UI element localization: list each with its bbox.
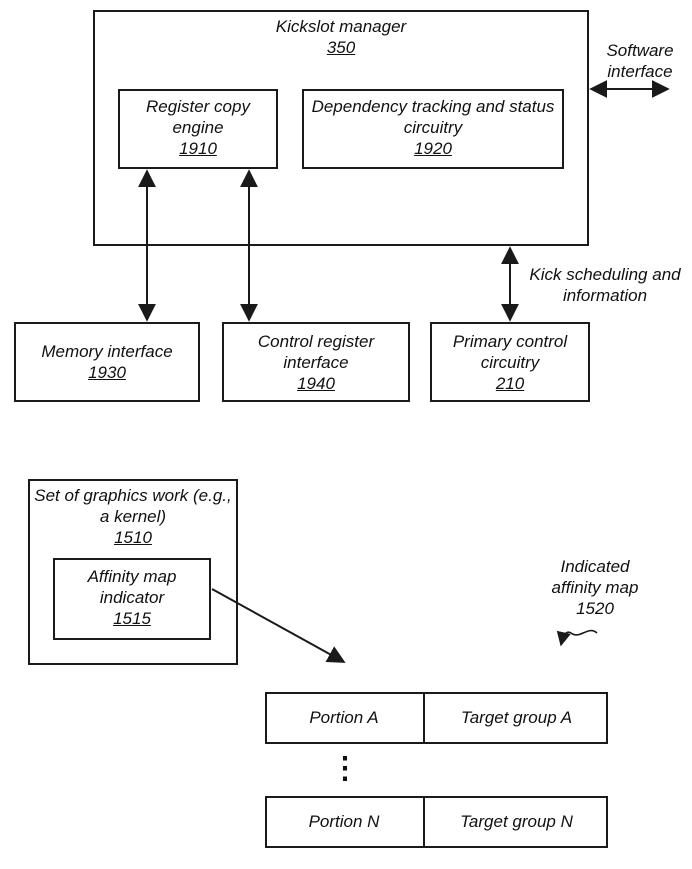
kick-scheduling-line2: information (562, 286, 648, 305)
register-copy-engine-line2: engine (172, 118, 224, 137)
dependency-tracking-label: Dependency tracking and status circuitry… (302, 96, 564, 159)
affinity-map-indicator-label: Affinity map indicator 1515 (53, 566, 211, 629)
software-interface-label: Software interface (600, 40, 680, 82)
dependency-tracking-number: 1920 (414, 139, 452, 158)
kick-scheduling-label: Kick scheduling and information (520, 264, 690, 306)
kickslot-manager-title: Kickslot manager 350 (200, 16, 482, 58)
kickslot-manager-number: 350 (326, 38, 356, 57)
dependency-tracking-line1: Dependency tracking and status (311, 97, 555, 116)
register-copy-engine-number: 1910 (179, 139, 217, 158)
dependency-tracking-box (302, 89, 564, 169)
rows-ellipsis: ⋮ (330, 752, 360, 785)
memory-interface-label: Memory interface 1930 (14, 341, 200, 383)
affinity-indicator-to-map-arrow (211, 588, 346, 663)
graphics-work-label: Set of graphics work (e.g., a kernel) 15… (28, 485, 238, 548)
control-register-interface-number: 1940 (297, 374, 335, 393)
affinity-map-row-a (265, 692, 608, 744)
kickslot-manager-title-text: Kickslot manager (275, 17, 407, 36)
portion-a-cell: Portion A (309, 708, 379, 727)
kick-scheduling-line1: Kick scheduling and (529, 265, 681, 284)
target-group-n-cell: Target group N (460, 812, 573, 831)
register-copy-engine-box (118, 89, 278, 169)
primary-control-circuitry-line1: Primary control (452, 332, 568, 351)
affinity-map-row-n-divider (423, 796, 425, 848)
indicated-affinity-map-line1: Indicated (560, 557, 630, 576)
affinity-map-row-n (265, 796, 608, 848)
indicated-affinity-map-number: 1520 (576, 599, 614, 618)
affinity-map-indicator-line2: indicator (99, 588, 165, 607)
control-register-interface-label: Control register interface 1940 (222, 331, 410, 394)
indicated-affinity-map-line2: affinity map (551, 578, 639, 597)
software-interface-line2: interface (607, 62, 673, 81)
control-register-interface-line2: interface (283, 353, 349, 372)
control-register-interface-line1: Control register (257, 332, 375, 351)
indicated-affinity-map-label: Indicated affinity map 1520 (535, 556, 655, 619)
graphics-work-number: 1510 (114, 528, 152, 547)
target-group-a-cell: Target group A (460, 708, 573, 727)
affinity-map-indicator-number: 1515 (113, 609, 151, 628)
portion-n-cell: Portion N (308, 812, 380, 831)
dependency-tracking-line2: circuitry (403, 118, 463, 137)
graphics-work-line1: Set of graphics work (e.g., (34, 486, 232, 505)
memory-interface-number: 1930 (88, 363, 126, 382)
memory-interface-line1: Memory interface (41, 342, 173, 361)
affinity-map-row-a-divider (423, 692, 425, 744)
affinity-map-indicator-line1: Affinity map (87, 567, 177, 586)
primary-control-circuitry-label: Primary control circuitry 210 (430, 331, 590, 394)
primary-control-circuitry-box (430, 322, 590, 402)
memory-interface-box (14, 322, 200, 402)
register-copy-engine-line1: Register copy (146, 97, 250, 116)
graphics-work-line2: a kernel) (99, 507, 167, 526)
primary-control-circuitry-number: 210 (495, 374, 525, 393)
primary-control-circuitry-line2: circuitry (480, 353, 540, 372)
affinity-map-squiggle-arrow (556, 629, 598, 647)
register-copy-engine-label: Register copy engine 1910 (118, 96, 278, 159)
software-interface-line1: Software (606, 41, 674, 60)
affinity-map-indicator-box (53, 558, 211, 640)
control-register-interface-box (222, 322, 410, 402)
